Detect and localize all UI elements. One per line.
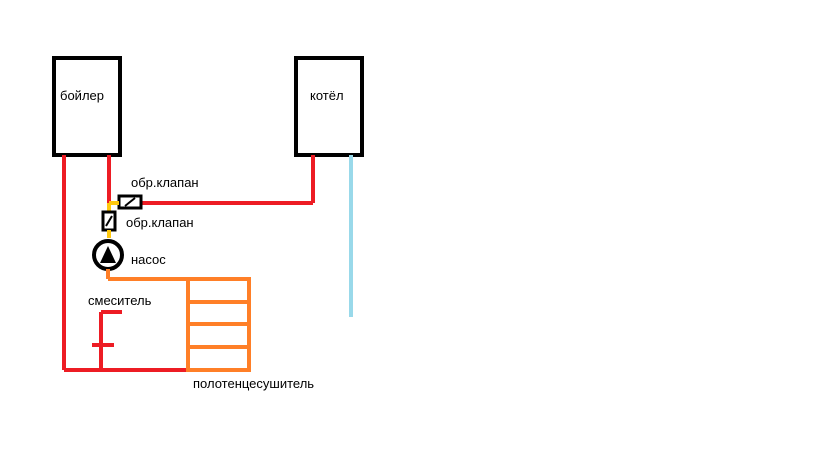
check-valve-horizontal-flap bbox=[124, 197, 136, 207]
check-valve-vertical-flap bbox=[105, 215, 113, 227]
pump-label: насос bbox=[131, 252, 166, 267]
boiler-tank bbox=[52, 56, 122, 157]
towel-dryer-label: полотенцесушитель bbox=[193, 376, 314, 391]
check-valve-1-label: обр.клапан bbox=[131, 175, 199, 190]
pump-arrow bbox=[100, 246, 116, 263]
check-valve-2-label: обр.клапан bbox=[126, 215, 194, 230]
kotel-unit bbox=[294, 56, 364, 157]
kotel-label: котёл bbox=[310, 88, 344, 103]
boiler-label: бойлер bbox=[60, 88, 104, 103]
mixer-label: смеситель bbox=[88, 293, 152, 308]
